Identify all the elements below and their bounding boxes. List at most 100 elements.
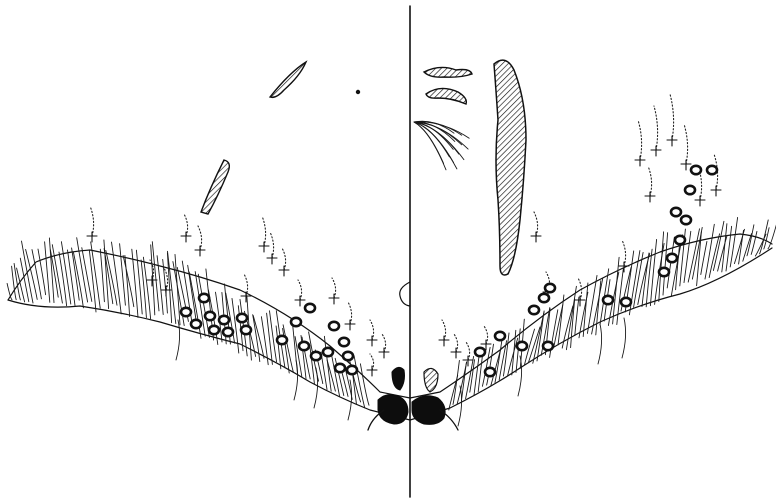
ring-cell	[707, 166, 717, 174]
tissue-fiber	[61, 242, 70, 304]
hanging-fiber	[622, 318, 626, 358]
cell-body-marker	[195, 246, 205, 256]
hanging-fiber	[598, 324, 602, 364]
dotted-process	[684, 124, 688, 164]
ring-cell	[343, 352, 353, 360]
tissue-fiber	[74, 253, 84, 308]
tissue-fiber	[100, 249, 104, 302]
ring-cell	[517, 342, 527, 350]
tissue-fiber	[327, 360, 335, 391]
tissue-fiber	[253, 315, 260, 362]
tissue-fiber	[575, 297, 579, 336]
cell-body-marker	[87, 232, 97, 242]
ring-cell	[347, 366, 357, 374]
ring-cell	[199, 294, 209, 302]
tissue-fiber	[276, 326, 281, 369]
ring-cell	[209, 326, 219, 334]
ring-cell	[219, 316, 229, 324]
tissue-fiber	[157, 256, 163, 315]
tissue-fiber	[89, 251, 96, 312]
tissue-fiber	[32, 250, 41, 299]
hanging-fiber	[294, 360, 298, 400]
hanging-fiber	[518, 356, 522, 396]
tissue-fiber	[495, 335, 503, 383]
tissue-fiber	[722, 224, 727, 272]
cell-body-marker	[329, 294, 339, 304]
ring-cell	[277, 336, 287, 344]
hatched-body-top-right	[424, 67, 472, 77]
dotted-process	[654, 106, 658, 150]
cell-body-marker	[367, 336, 377, 346]
ring-cell	[667, 254, 677, 262]
ring-cell	[543, 342, 553, 350]
cell-body-marker	[267, 254, 277, 264]
tissue-fiber	[701, 242, 707, 275]
ring-cell	[291, 318, 301, 326]
tissue-fiber	[705, 224, 714, 279]
dotted-process	[638, 120, 642, 160]
tissue-fiber	[743, 234, 752, 262]
tissue-fiber	[120, 244, 126, 306]
ring-cell	[323, 348, 333, 356]
cell-body-marker	[619, 262, 629, 272]
dotted-process	[670, 94, 674, 140]
ring-cell	[539, 294, 549, 302]
ring-cell	[485, 368, 495, 376]
ring-cell	[223, 328, 233, 336]
ring-cell	[191, 320, 201, 328]
ring-cell	[335, 364, 345, 372]
tissue-band-outline	[8, 234, 772, 398]
tissue-fiber	[663, 233, 668, 295]
cell-body-marker	[645, 192, 655, 202]
ring-cell	[671, 208, 681, 216]
cell-body-marker	[695, 196, 705, 206]
cell-body-marker	[651, 146, 661, 156]
cell-body-marker	[379, 348, 389, 358]
tissue-fiber	[143, 257, 150, 319]
hatched-body-upper-left	[270, 62, 306, 97]
ring-cell	[329, 322, 339, 330]
cell-body-marker	[667, 136, 677, 146]
hatched-body-second-right	[426, 88, 466, 104]
hatched-small-body	[424, 368, 438, 392]
ring-cell	[675, 236, 685, 244]
cell-body-marker	[181, 232, 191, 242]
ring-cell	[659, 268, 669, 276]
cell-body-marker	[635, 156, 645, 166]
ring-cell	[205, 312, 215, 320]
small-dot	[356, 90, 360, 94]
tissue-fiber	[747, 225, 754, 256]
tissue-fiber	[592, 279, 603, 334]
ring-cell	[181, 308, 191, 316]
tissue-fiber	[730, 217, 737, 267]
ring-cell	[685, 186, 695, 194]
tissue-fiber	[261, 317, 268, 365]
ring-cell	[311, 352, 321, 360]
cell-body-marker	[279, 266, 289, 276]
ring-cell	[339, 338, 349, 346]
cell-body-marker	[439, 336, 449, 346]
cell-body-marker	[451, 348, 461, 358]
cell-body-marker	[241, 292, 251, 302]
cell-body-marker	[259, 242, 269, 252]
ring-cell	[475, 348, 485, 356]
tissue-fiber	[49, 238, 54, 303]
tissue-fiber	[270, 311, 277, 362]
ring-cell	[621, 298, 631, 306]
ring-cell	[299, 342, 309, 350]
tissue-fiber	[175, 254, 180, 324]
ring-cell	[545, 284, 555, 292]
cell-body-marker	[463, 356, 473, 366]
tissue-fiber	[167, 253, 171, 323]
hanging-fiber	[314, 368, 318, 408]
tissue-fiber	[713, 221, 724, 270]
dark-nucleus-left	[378, 395, 408, 424]
cell-body-marker	[575, 296, 585, 306]
ring-cell	[603, 296, 613, 304]
cell-body-marker	[345, 320, 355, 330]
cell-body-marker	[531, 232, 541, 242]
hatched-elongated-body	[494, 60, 526, 275]
cell-body-marker	[711, 186, 721, 196]
ring-cell	[241, 326, 251, 334]
